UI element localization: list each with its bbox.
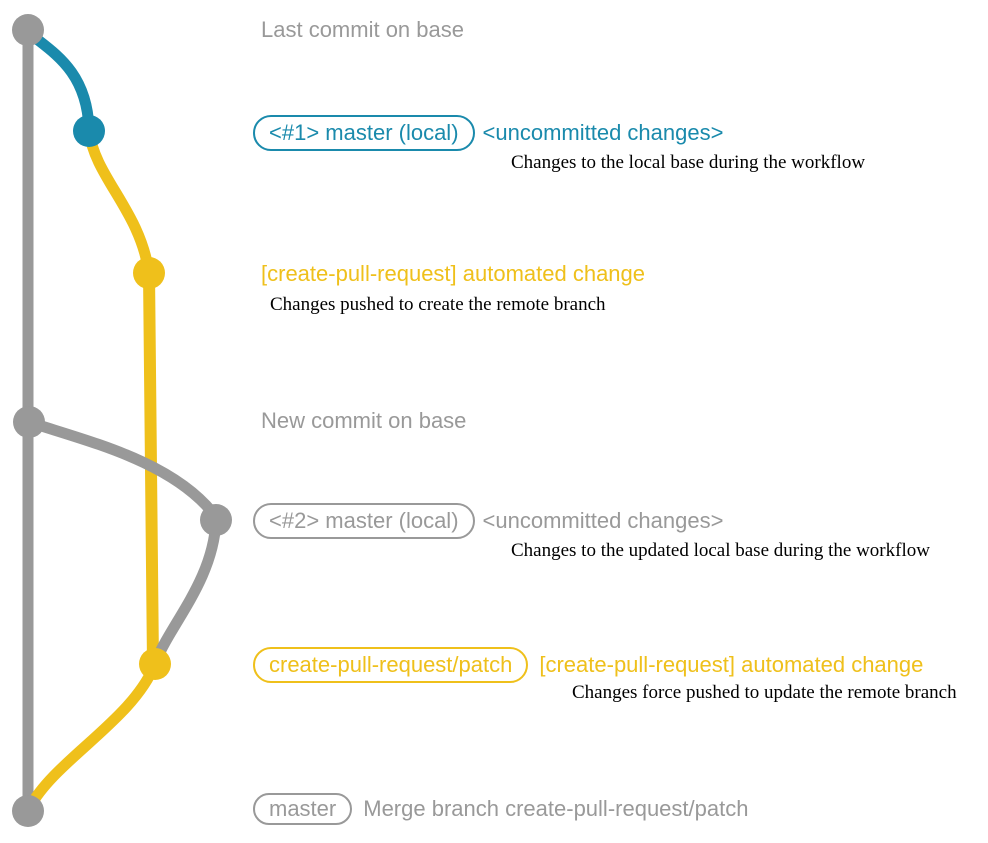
automated-change-description-1: Changes pushed to create the remote bran…: [270, 294, 606, 315]
uncommitted-changes-description-2: Changes to the updated local base during…: [511, 540, 930, 561]
branch-badge-create-pull-request-patch: create-pull-request/patch: [253, 647, 529, 683]
branch-badge-master: master: [253, 793, 353, 825]
annotation-automated-force-push: create-pull-request/patch [create-pull-r…: [253, 647, 923, 683]
annotation-merge: master Merge branch create-pull-request/…: [253, 793, 748, 825]
updated-local-branch-curve-in: [150, 515, 222, 667]
commit-dot-uncommitted-1: [73, 115, 105, 147]
automated-change-description-2: Changes force pushed to update the remot…: [572, 682, 957, 703]
patch-branch-curve-top: [83, 125, 155, 279]
commit-dot-last-base: [12, 14, 44, 46]
commit-dot-uncommitted-2: [200, 504, 232, 536]
updated-local-branch-curve-out: [23, 416, 222, 523]
commit-dot-automated-push: [133, 257, 165, 289]
new-commit-label: New commit on base: [261, 408, 467, 433]
branch-badge-master-local-2: <#2> master (local): [253, 503, 475, 539]
local-change-branch-curve: [22, 26, 95, 135]
uncommitted-changes-label-2: <uncommitted changes>: [482, 508, 724, 533]
branch-badge-master-local-1: <#1> master (local): [253, 115, 475, 151]
annotation-new-commit: New commit on base: [261, 408, 466, 434]
annotation-uncommitted-1: <#1> master (local) <uncommitted changes…: [253, 115, 723, 151]
annotation-uncommitted-2: <#2> master (local) <uncommitted changes…: [253, 503, 723, 539]
automated-change-label-1: [create-pull-request] automated change: [261, 261, 646, 286]
merge-branch-label: Merge branch create-pull-request/patch: [363, 796, 749, 821]
automated-change-label-2: [create-pull-request] automated change: [539, 652, 924, 677]
commit-dot-merge: [12, 795, 44, 827]
uncommitted-changes-description-1: Changes to the local base during the wor…: [511, 152, 866, 173]
annotation-automated-push: [create-pull-request] automated change: [261, 261, 645, 287]
annotation-last-commit: Last commit on base: [261, 17, 464, 43]
commit-dot-new-base: [13, 406, 45, 438]
uncommitted-changes-label-1: <uncommitted changes>: [482, 120, 724, 145]
patch-branch-merge-curve: [24, 658, 161, 813]
last-commit-label: Last commit on base: [261, 17, 464, 42]
commit-dot-automated-force-push: [139, 648, 171, 680]
